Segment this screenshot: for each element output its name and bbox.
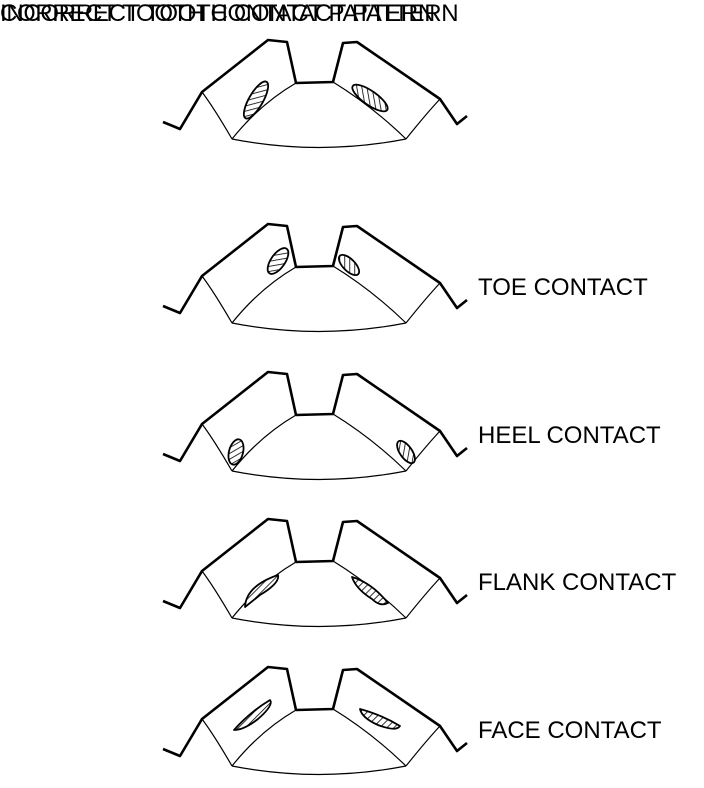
contact-patch-right bbox=[337, 253, 361, 277]
contact-patch-left bbox=[242, 80, 270, 120]
contact-patch-left bbox=[233, 699, 272, 731]
contact-patch-right bbox=[396, 439, 416, 465]
gear-correct-contact-diagram bbox=[161, 38, 469, 149]
contact-patch-right bbox=[351, 83, 389, 113]
contact-patch-right bbox=[359, 708, 401, 730]
toe-contact-label: TOE CONTACT bbox=[478, 274, 648, 301]
flank-contact-label: FLANK CONTACT bbox=[478, 569, 677, 596]
contact-patch-left bbox=[227, 438, 245, 466]
incorrect-pattern-heading: INCORRECT TOOTH CONTACT PATTERN bbox=[0, 0, 459, 27]
gear-flank-contact-diagram bbox=[161, 517, 469, 628]
gear-heel-contact-diagram bbox=[161, 370, 469, 481]
contact-patch-right bbox=[351, 576, 389, 606]
contact-patch-left bbox=[244, 574, 280, 608]
contact-patch-left bbox=[266, 247, 290, 275]
gear-face-contact-diagram bbox=[161, 665, 469, 776]
face-contact-label: FACE CONTACT bbox=[478, 717, 662, 744]
heel-contact-label: HEEL CONTACT bbox=[478, 422, 661, 449]
gear-toe-contact-diagram bbox=[161, 222, 469, 333]
correct-pattern-heading: CORRECT TOOTH CONTACT PATTERN bbox=[0, 0, 435, 27]
